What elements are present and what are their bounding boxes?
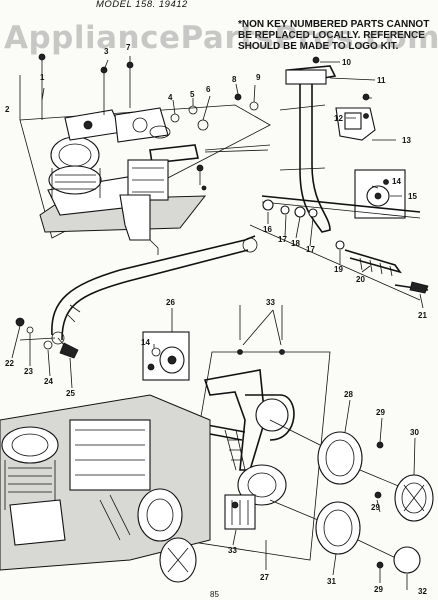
- callout-15: 15: [408, 192, 417, 201]
- callout-labels: 1 2 3 4 5 6 7 8 9 10 11 12 13 14 14 15 1…: [5, 43, 427, 596]
- callout-5: 5: [190, 90, 195, 99]
- kit-note: *NON KEY NUMBERED PARTS CANNOT BE REPLAC…: [238, 19, 430, 52]
- leader-lines: [11, 56, 424, 590]
- callout-16: 16: [263, 225, 272, 234]
- upper-mechanism-assembly: [19, 53, 271, 255]
- callout-29a: 29: [376, 408, 385, 417]
- callout-17b: 17: [306, 245, 315, 254]
- callout-29c: 29: [374, 585, 383, 594]
- callout-24: 24: [44, 377, 53, 386]
- callout-8: 8: [232, 75, 237, 84]
- callout-10: 10: [342, 58, 351, 67]
- callout-17a: 17: [278, 235, 287, 244]
- callout-20: 20: [356, 275, 365, 284]
- callout-1: 1: [40, 73, 45, 82]
- callout-18: 18: [291, 239, 300, 248]
- lever-arm: [15, 235, 258, 359]
- callout-30: 30: [410, 428, 419, 437]
- disc-and-cover-parts: [269, 419, 434, 574]
- callout-12: 12: [334, 114, 343, 123]
- machine-base-illustration: [0, 394, 211, 583]
- callout-31: 31: [327, 577, 336, 586]
- callout-23: 23: [24, 367, 33, 376]
- callout-29b: 29: [371, 503, 380, 512]
- callout-27: 27: [260, 573, 269, 582]
- callout-9: 9: [256, 73, 261, 82]
- callout-2: 2: [5, 105, 10, 114]
- callout-25: 25: [66, 389, 75, 398]
- callout-22: 22: [5, 359, 14, 368]
- detail-box-26: [142, 331, 190, 381]
- callout-7: 7: [126, 43, 131, 52]
- watermark-text: AppliancePartsPros.com: [4, 20, 438, 56]
- callout-21: 21: [418, 311, 427, 320]
- callout-13: 13: [402, 136, 411, 145]
- callout-26: 26: [166, 298, 175, 307]
- page-number: 85: [210, 590, 219, 599]
- callout-4: 4: [168, 93, 173, 102]
- callout-28: 28: [344, 390, 353, 399]
- callout-33b: 33: [228, 546, 237, 555]
- callout-14b: 14: [141, 338, 150, 347]
- callout-6: 6: [206, 85, 211, 94]
- callout-19: 19: [334, 265, 343, 274]
- callout-3: 3: [104, 47, 109, 56]
- model-number: MODEL 158. 19412: [96, 0, 188, 10]
- callout-33a: 33: [266, 298, 275, 307]
- callout-14a: 14: [392, 177, 401, 186]
- callout-11: 11: [377, 76, 386, 85]
- callout-32: 32: [418, 587, 427, 596]
